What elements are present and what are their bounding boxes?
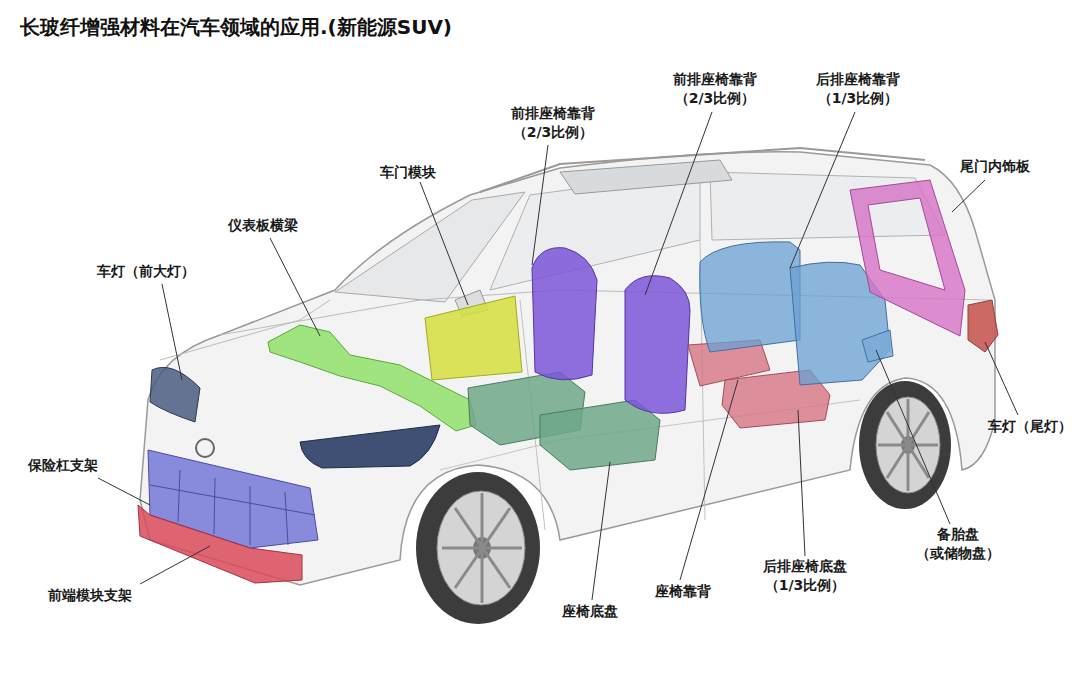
leader-line xyxy=(592,462,610,600)
leader-line xyxy=(98,478,150,505)
leader-line xyxy=(680,380,738,580)
headlight-part xyxy=(150,367,200,422)
headlight-part xyxy=(300,425,440,468)
front-seat-back-part xyxy=(532,248,597,380)
spare-tire-pan-part xyxy=(862,330,893,362)
door-module-part xyxy=(425,296,522,380)
part-label: 车门模块 xyxy=(380,163,436,182)
leader-line xyxy=(270,238,320,336)
part-label: 保险杠支架 xyxy=(28,456,98,475)
front-seat-back-part xyxy=(625,276,690,414)
part-label: 前端模块支架 xyxy=(48,586,132,605)
diagram-title: 长玻纤增强材料在汽车领域的应用.(新能源SUV) xyxy=(20,14,452,41)
part-label: 车灯（尾灯） xyxy=(988,417,1072,436)
leader-line xyxy=(798,410,805,556)
tailgate-panel-part xyxy=(850,180,965,336)
car-body xyxy=(140,152,995,585)
part-label: 座椅靠背 xyxy=(655,582,711,601)
seat-base-part xyxy=(540,400,660,470)
leader-line xyxy=(985,342,1018,415)
rear-seat-back-part xyxy=(700,242,800,352)
part-label: 备胎盘 （或储物盘） xyxy=(908,525,1008,563)
leader-line xyxy=(420,182,468,305)
part-label: 仪表板横梁 xyxy=(228,216,298,235)
leader-line xyxy=(645,112,712,295)
part-label: 前排座椅靠背 （2/3比例） xyxy=(665,70,765,108)
leader-line xyxy=(532,145,548,265)
leader-line xyxy=(162,284,182,380)
part-label: 前排座椅靠背 （2/3比例） xyxy=(503,104,603,142)
leader-line xyxy=(790,112,855,268)
leader-line xyxy=(952,180,985,212)
taillight-part xyxy=(968,300,998,352)
part-label: 座椅底盘 xyxy=(562,602,618,621)
part-label: 车灯（前大灯） xyxy=(97,262,195,281)
rear-wheel xyxy=(859,381,951,509)
leader-line xyxy=(876,350,950,524)
front-wheel xyxy=(416,472,540,624)
logo xyxy=(196,439,214,457)
front-module-bracket-part xyxy=(138,505,302,583)
part-label: 后排座椅靠背 （1/3比例） xyxy=(808,70,908,108)
sunroof xyxy=(560,160,732,194)
leader-lines xyxy=(98,112,1018,600)
part-label: 后排座椅底盘 （1/3比例） xyxy=(750,557,860,595)
leader-line xyxy=(140,546,210,584)
part-label: 尾门内饰板 xyxy=(960,157,1030,176)
